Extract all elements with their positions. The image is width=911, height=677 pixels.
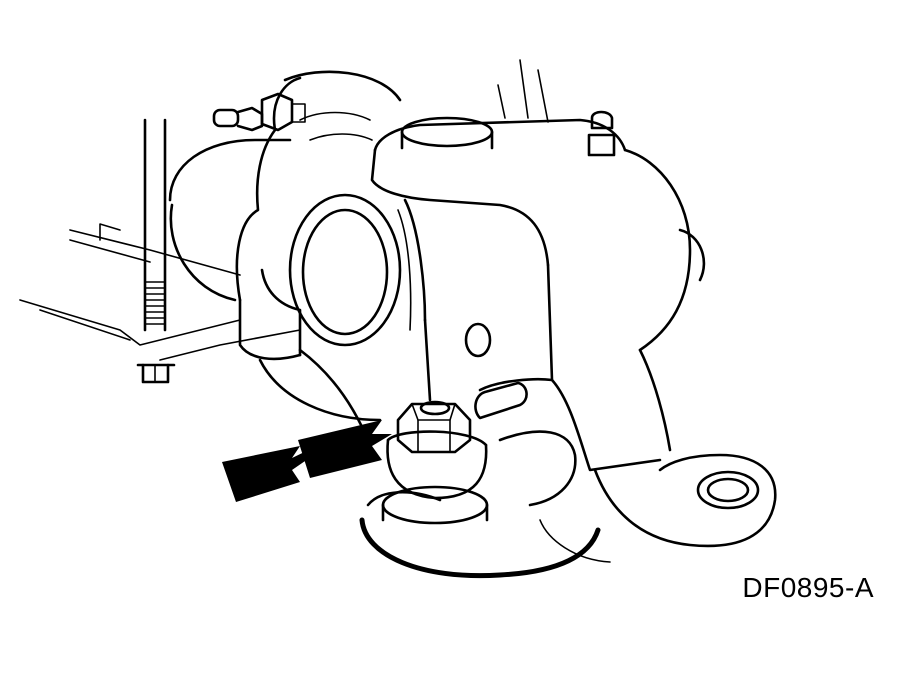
ball-joint-nut [396, 400, 472, 454]
figure-code-label: DF0895-A [742, 572, 874, 603]
steering-knuckle [258, 59, 777, 548]
axle-housing [168, 70, 402, 361]
grease-fitting-left [212, 92, 306, 132]
stud-bolt [136, 118, 176, 384]
frame-rails [19, 223, 301, 361]
stud-threads [144, 281, 166, 325]
lower-ball-joint [359, 400, 611, 579]
double-arrow-icon [222, 420, 392, 502]
